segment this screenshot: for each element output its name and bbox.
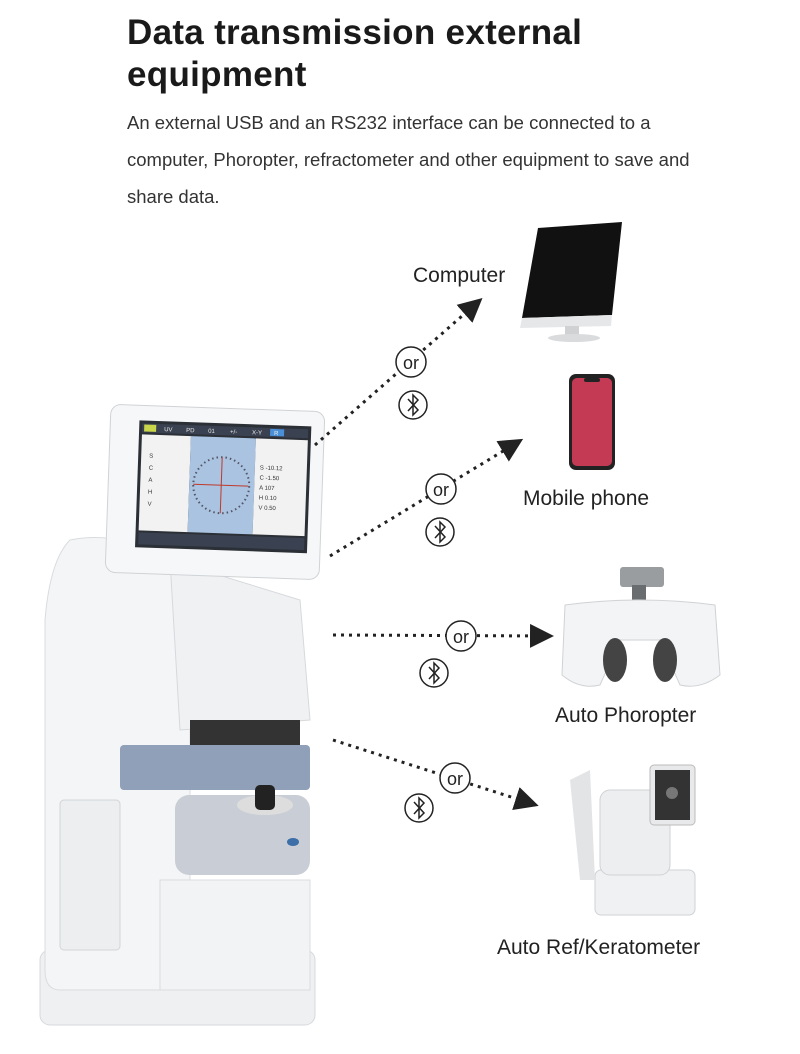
svg-text:or: or	[403, 353, 419, 373]
arrow-phone	[329, 438, 524, 558]
screen-value: C -1.50	[259, 476, 280, 483]
screen-tab: 01	[208, 429, 216, 435]
screen-tab: PD	[186, 428, 195, 434]
mobile-phone-image	[569, 374, 615, 470]
svg-text:or: or	[453, 627, 469, 647]
screen-label: V	[147, 502, 151, 508]
description: An external USB and an RS232 interface c…	[127, 112, 690, 207]
screen-tab: UV	[164, 427, 173, 433]
arrow-phoropter	[332, 623, 554, 648]
svg-text:or: or	[447, 769, 463, 789]
screen-value: H 0.10	[259, 496, 278, 503]
device-label-computer: Computer	[413, 264, 505, 287]
page-title: Data transmission external equipment	[127, 13, 583, 94]
screen-tab: R	[274, 431, 279, 437]
device-label-auto-ref-keratometer: Auto Ref/Keratometer	[497, 936, 700, 959]
phoropter-image	[561, 567, 721, 687]
device-label-mobile-phone: Mobile phone	[523, 487, 649, 510]
screen-label: S	[149, 454, 153, 460]
bluetooth-icon	[398, 390, 455, 823]
screen-value: S -10.12	[260, 466, 284, 473]
screen-tab: X-Y	[252, 430, 262, 436]
arrow-computer	[314, 298, 483, 447]
screen-label: C	[149, 466, 154, 472]
lensmeter-device: UV PD 01 +/- X-Y R S C A H V S -10.12 C …	[39, 404, 326, 1026]
keratometer-image	[570, 764, 696, 916]
screen-value: V 0.50	[258, 506, 276, 513]
screen-value: A 107	[259, 486, 275, 493]
screen-tab: +/-	[230, 429, 237, 435]
device-label-auto-phoropter: Auto Phoropter	[555, 704, 696, 727]
arrow-keratometer	[332, 738, 539, 810]
or-badge: or or or or	[395, 346, 477, 794]
screen-label: A	[148, 478, 152, 484]
computer-image	[520, 222, 622, 342]
screen-label: H	[148, 490, 153, 496]
svg-text:or: or	[433, 480, 449, 500]
